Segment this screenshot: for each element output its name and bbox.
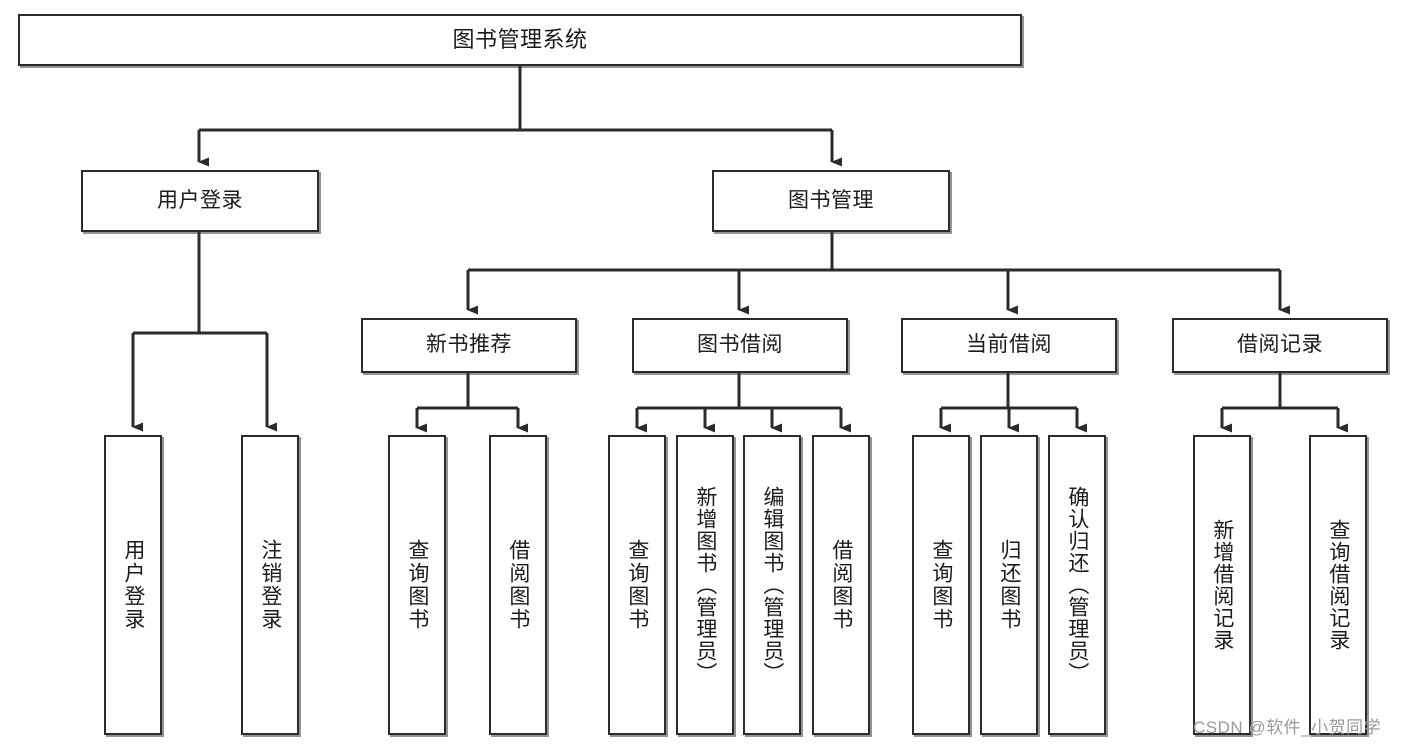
node-leaf-query-book-3[interactable]: 查询图书 xyxy=(912,435,970,735)
node-borrow-record-label: 借阅记录 xyxy=(1237,333,1323,357)
node-leaf-user-login[interactable]: 用户登录 xyxy=(104,435,162,735)
node-leaf-user-logout-label: 注销登录 xyxy=(258,539,282,631)
node-new-book-recommend-label: 新书推荐 xyxy=(426,333,512,357)
node-leaf-borrow-book-2[interactable]: 借阅图书 xyxy=(812,435,870,735)
node-book-borrow[interactable]: 图书借阅 xyxy=(632,318,848,373)
node-leaf-return-book[interactable]: 归还图书 xyxy=(980,435,1038,735)
node-user-login-label: 用户登录 xyxy=(157,188,243,212)
node-root-system[interactable]: 图书管理系统 xyxy=(18,14,1022,66)
node-borrow-record[interactable]: 借阅记录 xyxy=(1172,318,1388,373)
node-book-manage-label: 图书管理 xyxy=(788,188,874,212)
node-leaf-borrow-book-1[interactable]: 借阅图书 xyxy=(489,435,547,735)
node-leaf-add-book-label: 新增图书（管理员） xyxy=(693,486,717,684)
node-book-manage[interactable]: 图书管理 xyxy=(712,170,950,232)
node-leaf-edit-book[interactable]: 编辑图书（管理员） xyxy=(743,435,801,735)
node-root-system-label: 图书管理系统 xyxy=(452,27,588,53)
node-leaf-user-login-label: 用户登录 xyxy=(121,539,145,631)
node-leaf-borrow-book-1-label: 借阅图书 xyxy=(506,539,530,631)
node-leaf-query-book-2[interactable]: 查询图书 xyxy=(608,435,666,735)
node-leaf-add-record[interactable]: 新增借阅记录 xyxy=(1193,435,1251,735)
node-leaf-borrow-book-2-label: 借阅图书 xyxy=(829,539,853,631)
csdn-watermark: CSDN @软件_小贺同学 xyxy=(1193,718,1382,737)
node-leaf-user-logout[interactable]: 注销登录 xyxy=(241,435,299,735)
node-leaf-query-book-1[interactable]: 查询图书 xyxy=(388,435,446,735)
node-leaf-query-book-3-label: 查询图书 xyxy=(929,539,953,631)
node-book-borrow-label: 图书借阅 xyxy=(697,333,783,357)
node-leaf-edit-book-label: 编辑图书（管理员） xyxy=(760,486,784,684)
node-leaf-query-book-1-label: 查询图书 xyxy=(405,539,429,631)
node-leaf-add-book[interactable]: 新增图书（管理员） xyxy=(676,435,734,735)
node-current-borrow-label: 当前借阅 xyxy=(966,333,1052,357)
node-leaf-query-record-label: 查询借阅记录 xyxy=(1326,519,1350,651)
node-leaf-return-book-label: 归还图书 xyxy=(997,539,1021,631)
node-leaf-confirm-return[interactable]: 确认归还（管理员） xyxy=(1048,435,1106,735)
node-new-book-recommend[interactable]: 新书推荐 xyxy=(361,318,577,373)
node-leaf-query-record[interactable]: 查询借阅记录 xyxy=(1309,435,1367,735)
node-user-login[interactable]: 用户登录 xyxy=(81,170,319,232)
node-leaf-query-book-2-label: 查询图书 xyxy=(625,539,649,631)
node-leaf-add-record-label: 新增借阅记录 xyxy=(1210,519,1234,651)
node-current-borrow[interactable]: 当前借阅 xyxy=(901,318,1117,373)
node-leaf-confirm-return-label: 确认归还（管理员） xyxy=(1065,486,1089,684)
